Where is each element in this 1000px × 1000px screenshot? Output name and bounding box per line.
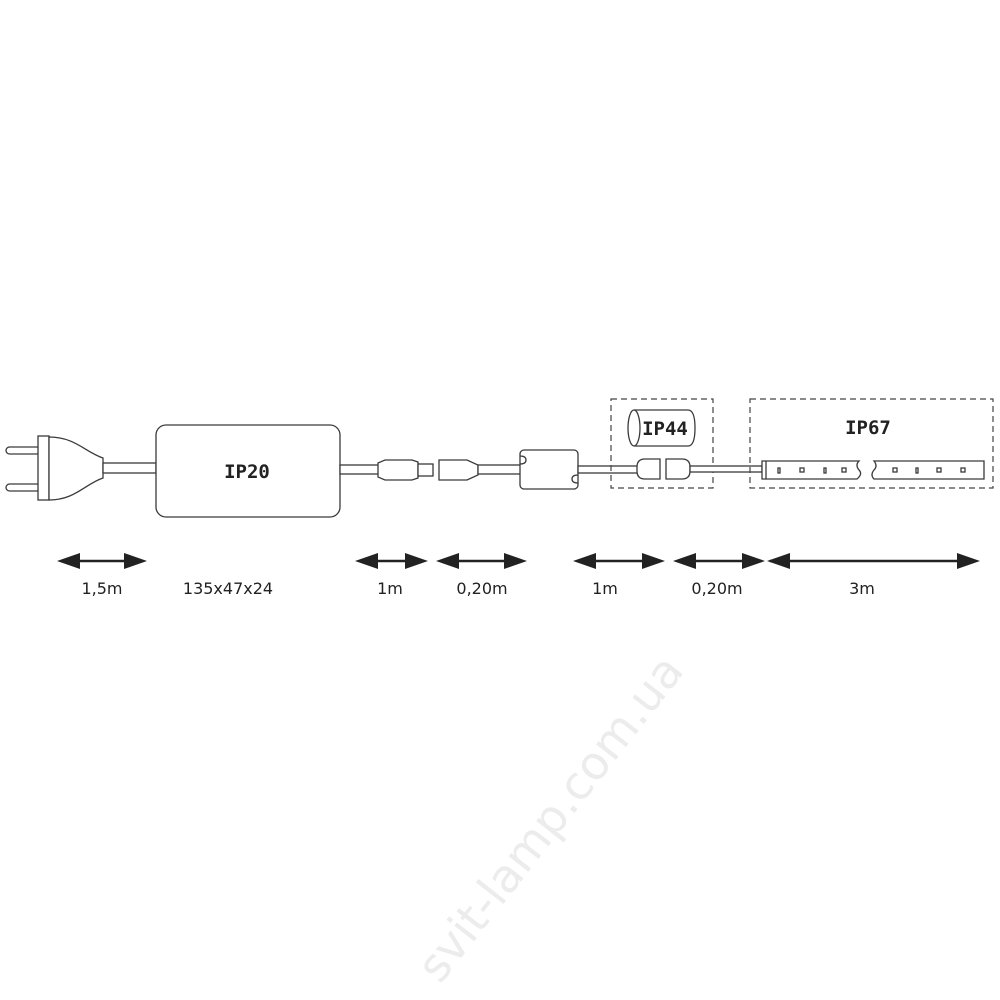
dimension-label-dc-cable: 1m xyxy=(377,579,403,598)
arrow-dc-cable xyxy=(355,553,428,569)
arrow-plug-cable xyxy=(57,553,147,569)
dimension-label-controller-cable: 1m xyxy=(592,579,618,598)
ip44-connector-zone: IP44 xyxy=(610,398,714,489)
watermark: svit-lamp.com.ua xyxy=(406,645,694,992)
dimension-arrows xyxy=(57,553,980,569)
dimension-label-plug-cable: 1,5m xyxy=(81,579,122,598)
arrow-dc-extension xyxy=(436,553,527,569)
ip67-label: IP67 xyxy=(845,417,891,439)
euro-plug-icon xyxy=(5,435,157,501)
ip67-led-strip-zone: IP67 xyxy=(749,398,994,489)
power-supply-ip-label: IP20 xyxy=(224,461,270,483)
dimension-label-dc-extension: 0,20m xyxy=(456,579,507,598)
arrow-strip-length xyxy=(767,553,980,569)
cylinder-icon xyxy=(627,409,696,447)
arrow-controller-cable xyxy=(573,553,665,569)
dimension-label-psu-size: 135x47x24 xyxy=(183,579,273,598)
power-supply: IP20 xyxy=(155,424,341,518)
controller-box xyxy=(519,449,579,490)
dimension-label-strip-length: 3m xyxy=(849,579,875,598)
led-strip xyxy=(761,460,985,480)
arrow-strip-lead xyxy=(673,553,765,569)
dc-cable xyxy=(339,459,522,481)
ip44-label: IP44 xyxy=(642,418,688,440)
dimension-label-strip-lead: 0,20m xyxy=(691,579,742,598)
